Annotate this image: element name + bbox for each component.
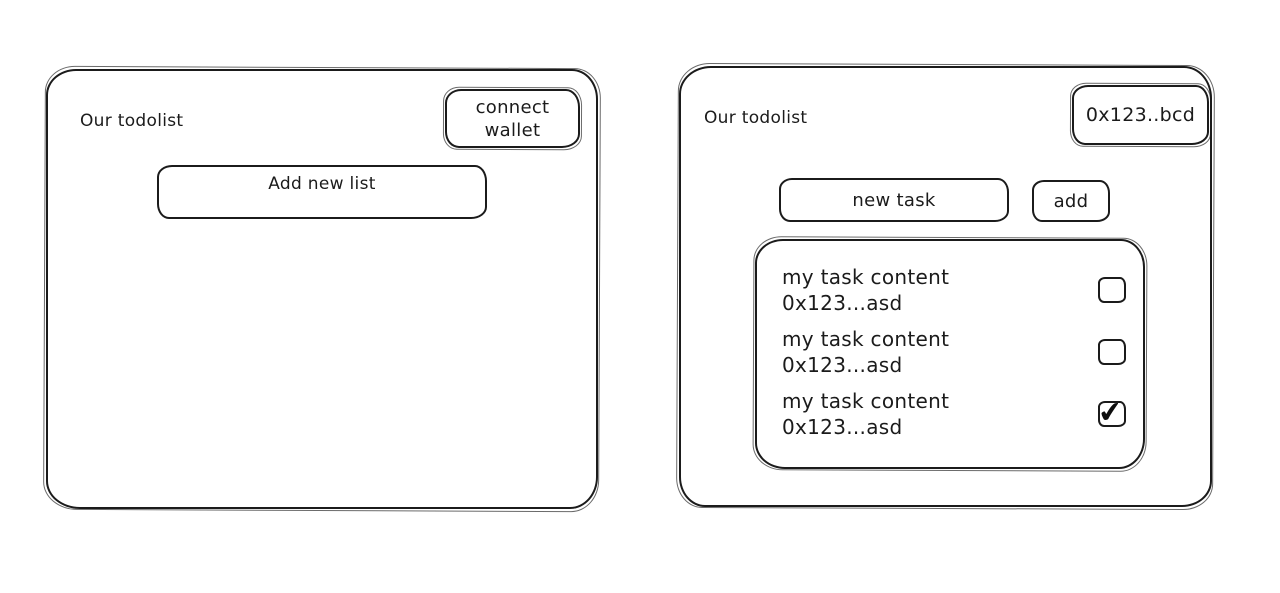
connect-wallet-label-line2: wallet bbox=[484, 119, 541, 141]
page-title: Our todolist bbox=[704, 108, 808, 128]
task-row: my task content 0x123...asd ✔ bbox=[782, 326, 1126, 378]
new-task-placeholder: new task bbox=[852, 189, 936, 211]
task-content: my task content bbox=[782, 389, 950, 413]
task-text: my task content 0x123...asd bbox=[782, 326, 949, 378]
todolist-panel-disconnected: Our todolist connect wallet Add new list bbox=[46, 69, 598, 509]
todolist-panel-connected: Our todolist 0x123..bcd new task add my … bbox=[679, 66, 1212, 507]
task-text: my task content 0x123...asd bbox=[782, 388, 949, 440]
connect-wallet-label-line1: connect bbox=[475, 96, 550, 118]
add-task-button[interactable]: add bbox=[1032, 180, 1110, 222]
add-task-label: add bbox=[1053, 190, 1089, 212]
task-row: my task content 0x123...asd ✔ bbox=[782, 388, 1126, 440]
task-checkbox[interactable]: ✔ bbox=[1098, 339, 1126, 365]
wallet-address-label: 0x123..bcd bbox=[1085, 104, 1196, 126]
task-row: my task content 0x123...asd ✔ bbox=[782, 264, 1126, 316]
task-checkbox[interactable]: ✔ bbox=[1096, 394, 1126, 430]
task-text: my task content 0x123...asd bbox=[782, 264, 949, 316]
add-new-list-button[interactable]: Add new list bbox=[157, 165, 487, 219]
task-address: 0x123...asd bbox=[782, 353, 903, 377]
new-task-input[interactable]: new task bbox=[779, 178, 1009, 222]
add-new-list-label: Add new list bbox=[268, 174, 376, 194]
task-content: my task content bbox=[782, 327, 950, 351]
page-title: Our todolist bbox=[80, 111, 184, 131]
task-address: 0x123...asd bbox=[782, 415, 903, 439]
task-content: my task content bbox=[782, 265, 950, 289]
task-list: my task content 0x123...asd ✔ my task co… bbox=[755, 239, 1145, 469]
connect-wallet-button[interactable]: connect wallet bbox=[445, 89, 580, 148]
task-checkbox[interactable]: ✔ bbox=[1098, 277, 1126, 303]
check-icon: ✔ bbox=[1096, 393, 1125, 431]
task-address: 0x123...asd bbox=[782, 291, 903, 315]
wallet-address-button[interactable]: 0x123..bcd bbox=[1072, 85, 1209, 145]
